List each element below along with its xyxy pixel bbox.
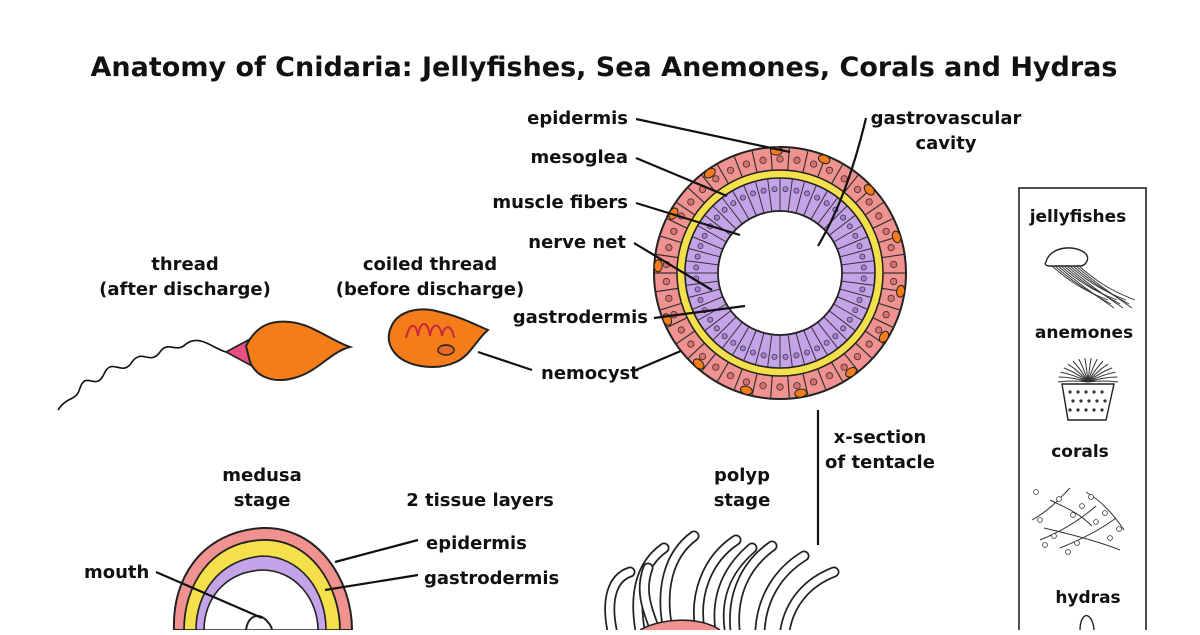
medusa-gastrodermis-label: gastrodermis (424, 568, 559, 589)
nerve-net-label: nerve net (528, 232, 626, 253)
medusa-gastrodermis-leader (324, 573, 419, 592)
nematocyst-capsule-coiled (387, 308, 490, 368)
discharged-nematocyst (57, 320, 354, 411)
medusa-mouth (245, 614, 273, 631)
medusa-bell (172, 526, 354, 631)
muscle-fibers-label: muscle fibers (492, 192, 628, 213)
polyp-tentacle-fill (730, 542, 776, 634)
gastrovascular-label: gastrovascular (871, 108, 1022, 129)
capsule-nucleus (437, 344, 455, 356)
before-discharge-label: (before discharge) (336, 279, 524, 300)
panel-anemones-label: anemones (1035, 323, 1133, 343)
jellyfish-icon (1044, 247, 1136, 309)
gastrovascular-cavity (717, 210, 843, 336)
thread-label: thread (151, 254, 219, 275)
panel-hydras-label: hydras (1055, 588, 1120, 608)
nemocyst-leader-left (477, 350, 533, 372)
cavity-label: cavity (915, 133, 976, 154)
thread-after-label: (after discharge) (99, 279, 271, 300)
epidermis-leader (635, 117, 791, 154)
nematocyst-capsule-discharged (244, 320, 354, 381)
polyp-tentacle-fill (715, 544, 756, 634)
x-section-label: x-section (834, 427, 927, 448)
medusa-epidermis-leader (334, 538, 419, 564)
mouth-label: mouth (84, 562, 149, 583)
panel-corals-label: corals (1051, 442, 1109, 462)
polyp-tentacle-fill (694, 536, 740, 634)
of-tentacle-label: of tentacle (825, 452, 935, 473)
muscle-fibers-leader (635, 201, 741, 237)
polyp-stage-label: stage (714, 490, 771, 511)
polyp-label: polyp (714, 465, 770, 486)
nemocyst-label: nemocyst (541, 363, 639, 384)
epidermis-label: epidermis (527, 108, 628, 129)
panel-jellyfishes-label: jellyfishes (1029, 207, 1127, 227)
polyp-tentacle-fill (606, 568, 634, 634)
polyp-tentacle-fill (756, 552, 808, 634)
medusa-cavity (203, 569, 319, 631)
discharged-thread (57, 339, 227, 411)
polyp-body-top (639, 619, 721, 631)
polyp-tentacles (604, 530, 840, 635)
tentacle-cross-section (653, 146, 907, 400)
mesoglea-leader (635, 156, 728, 198)
gastrovascular-leader (817, 117, 868, 247)
mouth-leader (155, 570, 263, 620)
mesoglea-label: mesoglea (531, 147, 628, 168)
epidermis-cells (654, 147, 906, 399)
coiled-thread (405, 323, 455, 339)
medusa-stage-label: stage (234, 490, 291, 511)
polyp-tentacle-fill (781, 568, 838, 634)
anemone-icon (1057, 358, 1119, 421)
gastrodermis-leader (653, 304, 746, 320)
hydra-icon (1079, 614, 1095, 631)
medusa-epidermis-label: epidermis (426, 533, 527, 554)
polyp-tentacle-fill (661, 532, 698, 634)
coiled-thread-label: coiled thread (363, 254, 497, 275)
coiled-nematocyst (387, 308, 490, 368)
gastrodermis-label: gastrodermis (513, 307, 648, 328)
medusa-label: medusa (222, 465, 302, 486)
coral-icon (1031, 487, 1125, 555)
page-title: Anatomy of Cnidaria: Jellyfishes, Sea An… (91, 52, 1118, 83)
gastrodermis-cells (685, 178, 875, 368)
tissue-layers-label: 2 tissue layers (406, 490, 554, 511)
nerve-net-leader (633, 242, 713, 291)
